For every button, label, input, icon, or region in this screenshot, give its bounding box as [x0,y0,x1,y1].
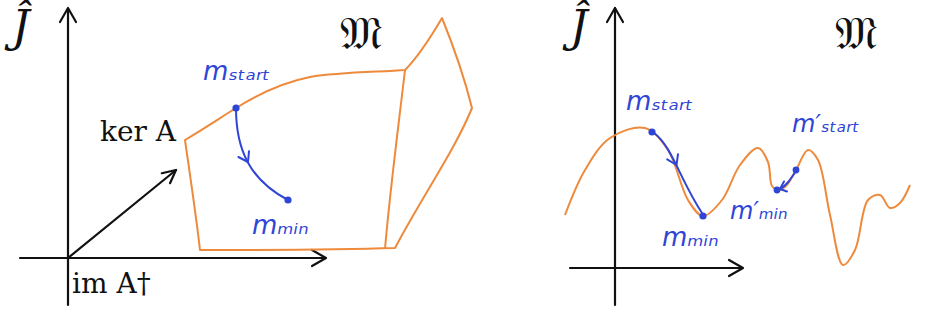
point-label: mₛₜₐᵣₜ [626,88,693,114]
path-arrowhead [667,154,678,165]
point-label: m′ₘᵢₙ [730,199,788,223]
point-label: mₘᵢₙ [662,224,719,250]
axis-arrowhead [607,8,623,22]
minimum-point [699,212,706,219]
axis-label: ker A [100,118,176,146]
path-arrowhead [780,182,787,192]
start-point [648,128,655,135]
depth-axis [68,170,176,258]
axis-arrowhead [312,250,326,266]
minimum-point [774,187,781,194]
start-point [793,167,800,174]
manifold-label: 𝔐 [835,10,877,56]
axis-label: Ĵ [12,5,30,49]
axis-arrowhead [162,170,176,183]
descent-path [654,133,702,213]
manifold-label: 𝔐 [340,10,382,56]
axis-label: im A† [72,270,151,298]
descent-path [236,108,288,200]
axis-label: Ĵ [570,5,588,49]
axis-arrowhead [729,260,743,276]
vertical-axis [614,8,616,305]
point-label: mₛₜₐᵣₜ [203,58,270,84]
surface-fold [385,70,405,249]
horizontal-axis [20,257,325,259]
nonconvex-curve [565,127,910,265]
convex-surface [185,18,472,250]
vertical-axis [67,10,69,305]
axis-arrowhead [60,8,76,22]
point-label: m′ₛₜₐᵣₜ [792,112,860,136]
horizontal-axis [570,267,742,269]
minimum-point [284,196,291,203]
start-point [232,104,239,111]
point-label: mₘᵢₙ [252,212,309,238]
path-arrowhead [238,151,249,162]
